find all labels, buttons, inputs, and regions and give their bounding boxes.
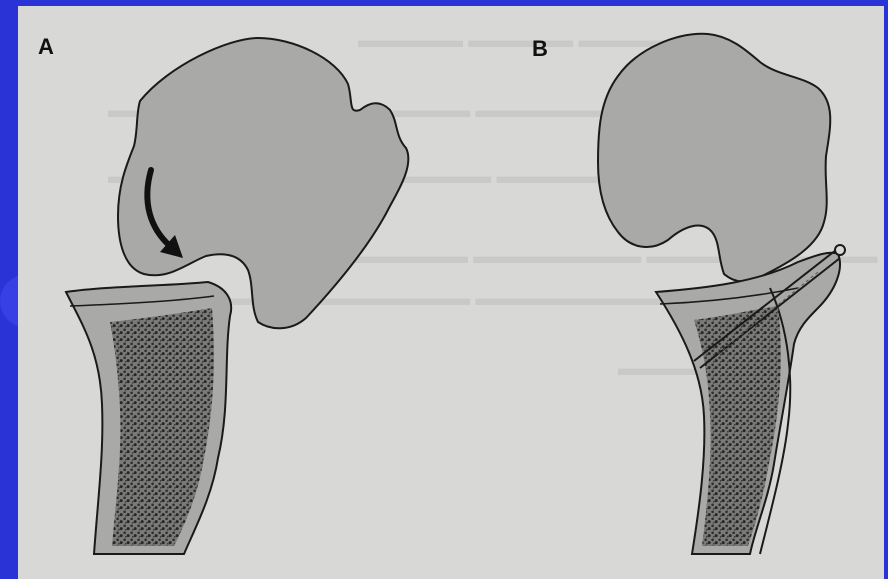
femur-diagram [18, 6, 884, 579]
panel-a-drawing [66, 38, 408, 554]
femoral-head-b [598, 34, 830, 282]
book-page-illustration: ▬▬▬▬▬ ▬▬▬▬▬ ▬▬▬▬▬▬ ▬▬▬▬▬▬▬ ▬▬▬▬▬▬▬▬▬▬ ▬▬… [18, 6, 884, 579]
panel-b-drawing [598, 34, 845, 554]
